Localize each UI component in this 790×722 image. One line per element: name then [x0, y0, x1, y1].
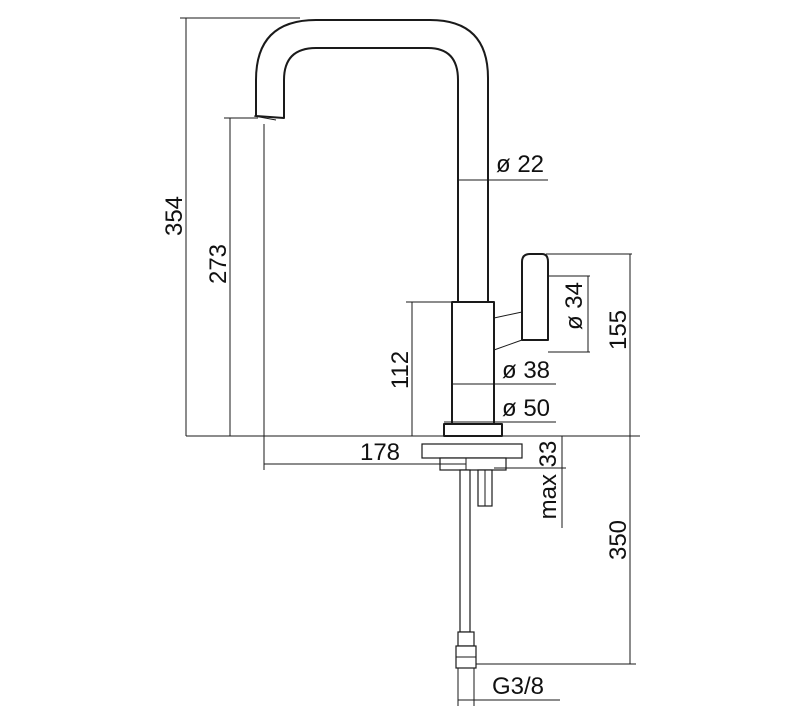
dim-hose-length: 350	[605, 520, 632, 560]
hose-connector	[457, 631, 475, 647]
dim-spout-reach: 178	[360, 439, 400, 466]
lever-handle	[521, 253, 549, 341]
dim-handle-height: 155	[605, 310, 632, 350]
handle-joint-lower	[493, 339, 523, 351]
dim-base-diameter: ø 50	[502, 395, 550, 422]
dimension-lines	[180, 17, 640, 706]
spout-pipe	[255, 19, 489, 303]
handle-joint	[493, 311, 523, 319]
flexible-hose	[459, 469, 471, 633]
base-rosette	[443, 423, 503, 437]
dim-spout-height: 273	[205, 244, 232, 284]
spout-outlet	[253, 115, 277, 121]
dim-total-height: 354	[161, 196, 188, 236]
faucet-outline	[253, 19, 549, 669]
faucet-body	[451, 301, 495, 425]
dim-body-height: 112	[387, 351, 414, 389]
dim-pipe-diameter: ø 22	[496, 151, 544, 178]
dim-body-diameter: ø 38	[502, 357, 550, 384]
dim-max-deck-thickness: max 33	[535, 441, 562, 520]
dim-connection-thread: G3/8	[492, 673, 544, 700]
deck-washer	[421, 443, 523, 459]
dim-handle-diameter: ø 34	[561, 282, 588, 330]
